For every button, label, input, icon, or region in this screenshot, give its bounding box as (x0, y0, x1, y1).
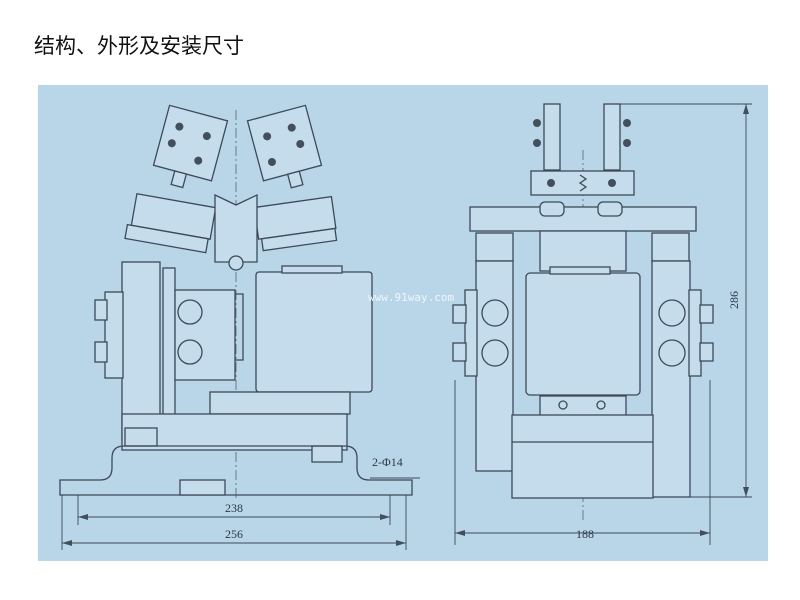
side-view (452, 103, 714, 520)
center-v-bracket (214, 193, 258, 263)
mounting-bracket (59, 445, 413, 496)
bolt-icon (658, 339, 686, 367)
dim-188-label: 188 (576, 527, 594, 541)
right-roller (651, 232, 690, 262)
side-nut-icon (452, 304, 467, 324)
dim-256-label: 256 (225, 527, 243, 541)
dim-238-label: 238 (225, 501, 243, 515)
dim-286-label: 286 (727, 291, 741, 309)
base-block (121, 413, 348, 451)
lower-block (511, 414, 654, 499)
middle-block (174, 289, 236, 381)
coil (255, 271, 373, 393)
right-switch-box (246, 104, 323, 189)
right-roller (253, 195, 338, 252)
watermark: www.91way.com (368, 291, 454, 304)
side-nut-icon (699, 304, 714, 324)
dim-holes-label: 2-Φ14 (372, 455, 403, 469)
bolt-icon (481, 299, 509, 327)
left-switch-box (152, 104, 229, 189)
left-roller (124, 193, 217, 254)
top-plate (469, 206, 697, 232)
spring-icon (578, 174, 588, 192)
side-nut-icon (699, 342, 714, 362)
side-plate (104, 291, 124, 379)
right-column (651, 260, 691, 498)
left-roller (475, 232, 514, 262)
front-view (59, 104, 413, 500)
clamp-block (530, 170, 635, 196)
side-nut-icon (94, 341, 108, 363)
left-post (543, 103, 561, 171)
bolt-icon (177, 339, 203, 365)
side-nut-icon (452, 342, 467, 362)
page-title: 结构、外形及安装尺寸 (34, 34, 244, 58)
bolt-icon (177, 299, 203, 325)
side-nut-icon (94, 299, 108, 321)
pivot-bolt-icon (228, 255, 244, 271)
left-column (121, 261, 161, 441)
right-post (603, 103, 621, 171)
bolt-icon (658, 299, 686, 327)
dimensions: 238 256 2-Φ14 188 286 (61, 103, 752, 550)
coil (525, 272, 641, 396)
bolt-icon (481, 339, 509, 367)
